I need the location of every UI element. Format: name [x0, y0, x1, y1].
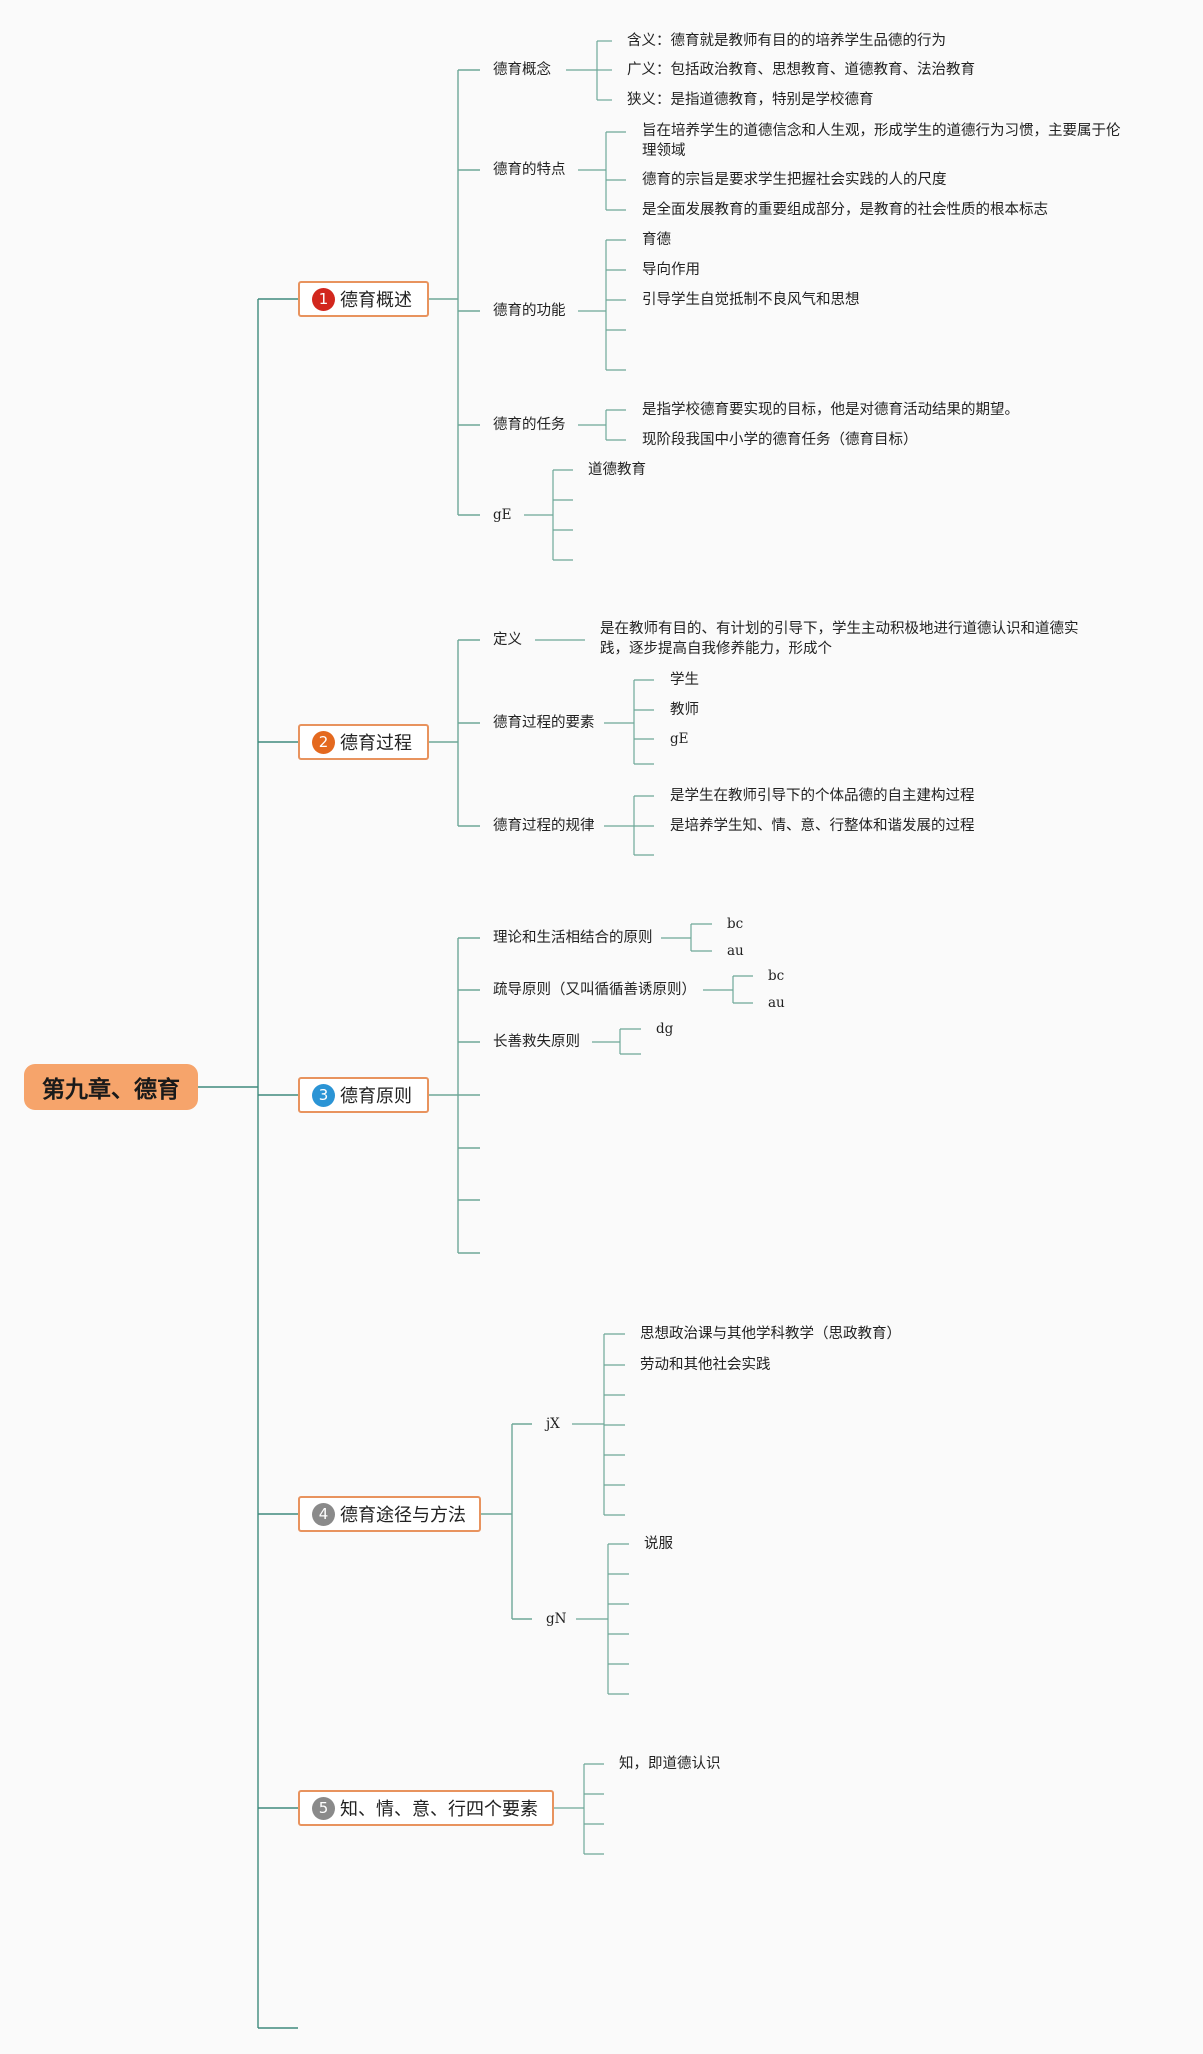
subtopic-3-2[interactable]: 疏导原则（又叫循循善诱原则）	[493, 982, 696, 998]
leaf-3-1-1[interactable]: bc	[727, 916, 744, 932]
subtopic-1-4[interactable]: 德育的任务	[493, 417, 566, 433]
subtopic-2-1[interactable]: 定义	[493, 632, 522, 648]
leaf-3-3-1[interactable]: dg	[656, 1021, 674, 1037]
subtopic-4-1[interactable]: jX	[546, 1416, 560, 1432]
number-3-badge-icon: 3	[312, 1083, 335, 1107]
leaf-4-1-1[interactable]: 思想政治课与其他学科教学（思政教育）	[640, 1326, 901, 1342]
leaf-5-1-1[interactable]: 知，即道德认识	[619, 1756, 721, 1772]
leaf-3-2-1[interactable]: bc	[768, 968, 785, 984]
number-2-badge-icon: 2	[312, 730, 335, 754]
subtopic-2-3[interactable]: 德育过程的规律	[493, 818, 595, 834]
number-1-badge-icon: 1	[312, 287, 335, 311]
leaf-2-2-2[interactable]: 教师	[670, 702, 699, 718]
root-topic[interactable]: 第九章、德育	[24, 1064, 198, 1110]
leaf-2-2-1[interactable]: 学生	[670, 672, 699, 688]
leaf-1-3-2[interactable]: 导向作用	[642, 262, 700, 278]
section-2-label: 德育过程	[340, 733, 412, 754]
subtopic-1-5[interactable]: gE	[493, 507, 512, 523]
leaf-4-1-2[interactable]: 劳动和其他社会实践	[640, 1357, 771, 1373]
section-1-label: 德育概述	[340, 290, 412, 311]
section-5-label: 知、情、意、行四个要素	[340, 1799, 538, 1820]
root-topic-label: 第九章、德育	[42, 1077, 180, 1103]
leaf-2-1-1[interactable]: 是在教师有目的、有计划的引导下，学生主动积极地进行道德认识和道德实践，逐步提高自…	[600, 621, 1079, 657]
leaf-3-2-2[interactable]: au	[768, 995, 785, 1011]
subtopic-1-2[interactable]: 德育的特点	[493, 162, 566, 178]
leaf-4-2-1[interactable]: 说服	[644, 1536, 673, 1552]
subtopic-1-1[interactable]: 德育概念	[493, 62, 551, 78]
leaf-1-1-1[interactable]: 含义：德育就是教师有目的的培养学生品德的行为	[627, 33, 946, 49]
leaf-1-1-3[interactable]: 狭义：是指道德教育，特别是学校德育	[627, 92, 874, 108]
leaf-2-3-2[interactable]: 是培养学生知、情、意、行整体和谐发展的过程	[670, 818, 975, 834]
leaf-1-2-3[interactable]: 是全面发展教育的重要组成部分，是教育的社会性质的根本标志	[642, 202, 1048, 218]
leaf-3-1-2[interactable]: au	[727, 943, 744, 959]
subtopic-4-2[interactable]: gN	[546, 1611, 567, 1627]
leaf-2-2-3[interactable]: gE	[670, 731, 689, 747]
leaf-1-2-1[interactable]: 旨在培养学生的道德信念和人生观，形成学生的道德行为习惯，主要属于伦理领域	[642, 123, 1121, 159]
leaf-1-3-3[interactable]: 引导学生自觉抵制不良风气和思想	[642, 292, 860, 308]
leaf-2-3-1[interactable]: 是学生在教师引导下的个体品德的自主建构过程	[670, 788, 975, 804]
number-4-badge-icon: 4	[312, 1502, 335, 1526]
subtopic-1-3[interactable]: 德育的功能	[493, 303, 566, 319]
leaf-1-3-1[interactable]: 育德	[642, 232, 671, 248]
leaf-1-4-2[interactable]: 现阶段我国中小学的德育任务（德育目标）	[642, 432, 918, 448]
subtopic-2-2[interactable]: 德育过程的要素	[493, 715, 595, 731]
leaf-1-2-2[interactable]: 德育的宗旨是要求学生把握社会实践的人的尺度	[642, 172, 947, 188]
section-3-label: 德育原则	[340, 1086, 412, 1107]
leaf-1-5-1[interactable]: 道德教育	[588, 462, 646, 478]
leaf-1-1-2[interactable]: 广义：包括政治教育、思想教育、道德教育、法治教育	[627, 62, 975, 78]
subtopic-3-1[interactable]: 理论和生活相结合的原则	[493, 930, 653, 946]
number-5-badge-icon: 5	[312, 1796, 335, 1820]
subtopic-3-3[interactable]: 长善救失原则	[493, 1034, 580, 1050]
leaf-1-4-1[interactable]: 是指学校德育要实现的目标，他是对德育活动结果的期望。	[642, 402, 1019, 418]
section-4-label: 德育途径与方法	[340, 1505, 466, 1526]
